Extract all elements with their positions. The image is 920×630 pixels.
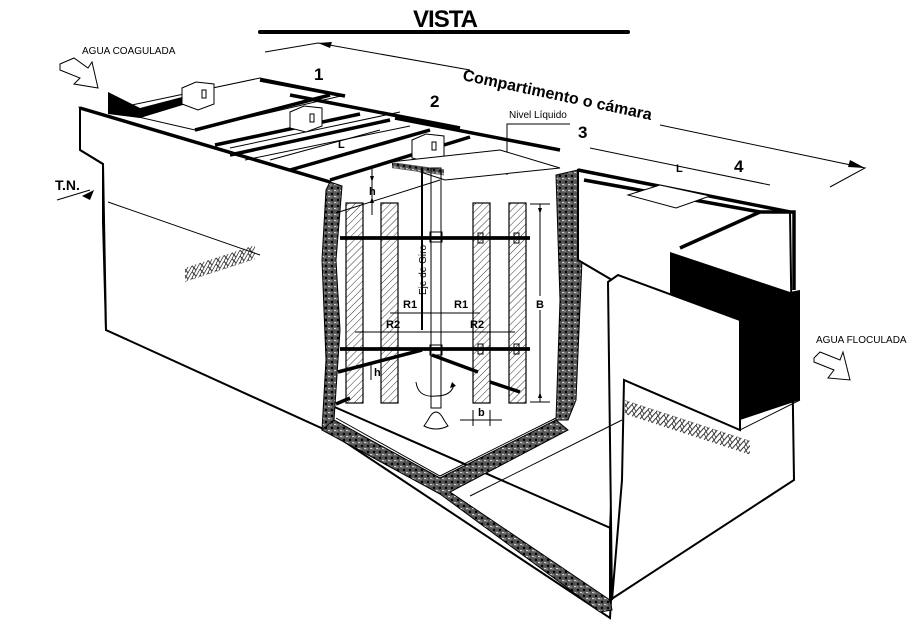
gap-dimension-bottom: h: [370, 362, 381, 380]
paddle-blade-4: [508, 202, 527, 404]
rotation-arrow-icon: [415, 381, 455, 397]
r1-label-left: R1: [403, 299, 417, 311]
blade-clamp-4: [513, 343, 520, 355]
gap-label-bottom: h: [374, 367, 381, 379]
paddle-blade-2: [380, 202, 399, 404]
blade-height-label: B: [536, 299, 544, 311]
r2-label-left: R2: [386, 319, 400, 331]
arrowhead-right: [848, 160, 865, 168]
shaft-body: [430, 167, 442, 409]
ground-level-marker: T.N.: [55, 177, 94, 201]
ground-label: T.N.: [55, 177, 80, 193]
compartment-number-2: 2: [430, 92, 439, 111]
outlet-channel-rim: [679, 210, 796, 290]
outlet-arrow-icon: [813, 350, 851, 381]
ground-arrow-icon: [82, 190, 94, 200]
shaft-label: Eje de Giro: [418, 245, 429, 295]
outlet-floor-edge: [623, 379, 801, 431]
paddle-blade-3: [472, 202, 491, 404]
length-dimension-1: L: [269, 129, 381, 161]
radius-dimensions: R1 R1 R2 R2: [355, 299, 515, 333]
deck-rail-top-2: [289, 93, 461, 130]
view-title: VISTA: [413, 6, 478, 33]
blade-width-label: b: [478, 407, 485, 419]
ground-line: [107, 201, 261, 256]
deck-rail-3: [229, 118, 391, 157]
inlet-label: AGUA COAGULADA: [82, 46, 176, 57]
paddle-arm-diag-right: [431, 353, 479, 374]
cutaway-floor: [321, 419, 613, 613]
earth-hatch-right: [625, 400, 750, 455]
length-dim-line-4: [589, 147, 771, 186]
rotation-arrowhead: [450, 382, 456, 388]
deck-rail-5: [329, 135, 471, 182]
deck-slab-4: [626, 184, 712, 209]
dim-line-left: [264, 42, 471, 71]
gap-label-top: h: [369, 186, 376, 198]
blade-clamp-1: [477, 232, 484, 244]
compartment-number-3: 3: [578, 123, 587, 142]
motor-1: [181, 81, 215, 111]
liquid-level-label: Nivel Líquido: [509, 110, 567, 121]
earth-hatch-left: [185, 245, 255, 282]
paddle-blade-1: [345, 202, 364, 404]
floor-edge: [335, 417, 557, 477]
inlet-channel: [108, 92, 186, 118]
deck-edge-2: [244, 125, 411, 161]
deck-rail-top-3: [394, 116, 561, 152]
title-block: VISTA: [258, 6, 630, 34]
deck-edge-1: [229, 111, 401, 149]
outlet-label: AGUA FLOCULADA: [816, 335, 907, 346]
length-label-1: L: [338, 139, 345, 151]
rotation-shaft: Eje de Giro: [415, 167, 456, 430]
deck-rail-1: [194, 93, 331, 132]
inlet-indicator: AGUA COAGULADA: [59, 46, 176, 89]
ground-leader: [56, 189, 91, 201]
compartment-number-1: 1: [314, 65, 323, 84]
blade-clamp-3: [477, 343, 484, 355]
compartment-4-floor: [469, 419, 623, 497]
blade-height-dimension: B: [530, 203, 550, 403]
dim-line-right: [659, 124, 867, 188]
deck-rail-4: [289, 128, 431, 172]
cutaway-wall-left: [321, 181, 343, 433]
outlet-indicator: AGUA FLOCULADA: [813, 335, 907, 381]
length-label-2: L: [676, 163, 683, 175]
blade-width-dimension: b: [460, 407, 502, 426]
arrowhead-left: [318, 42, 332, 48]
tank-structure: L Nivel Líquido Eje de Giro: [78, 77, 801, 620]
r1-label-right: R1: [454, 299, 468, 311]
top-rim-front: [79, 106, 331, 184]
deck-rail-top-1: [259, 78, 346, 98]
blade-clamp-2: [513, 232, 520, 244]
compartment-number-4: 4: [734, 157, 744, 176]
shaft-bearing: [423, 411, 449, 430]
gap-dimension-top: h: [335, 166, 441, 215]
inlet-arrow-icon: [59, 57, 99, 89]
motor-2: [289, 105, 323, 133]
end-notch: [79, 108, 104, 220]
r2-label-right: R2: [470, 319, 484, 331]
deck-rail-2: [214, 112, 361, 147]
